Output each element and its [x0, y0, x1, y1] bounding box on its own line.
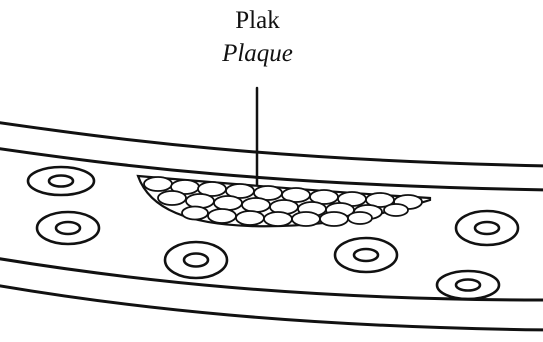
blood-cell	[28, 167, 94, 195]
blood-cell	[456, 211, 518, 245]
blood-cell	[437, 271, 499, 299]
blood-cell	[335, 238, 397, 272]
blood-cell	[165, 242, 227, 278]
blood-cell	[37, 212, 99, 244]
